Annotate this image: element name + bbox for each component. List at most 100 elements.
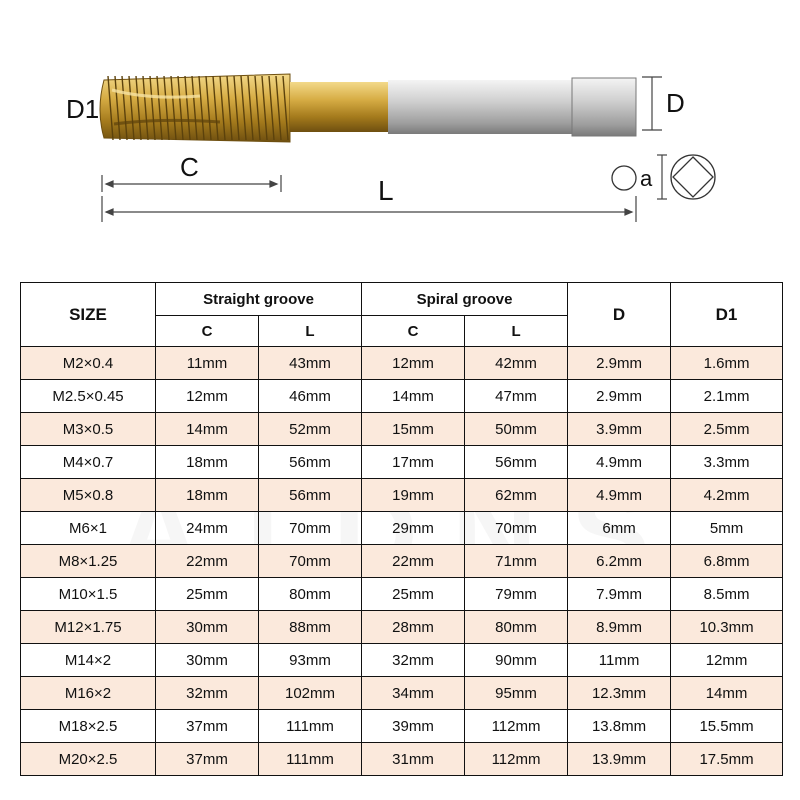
cell-spiral-l: 112mm bbox=[464, 709, 569, 743]
thread-tick bbox=[114, 75, 121, 141]
cell-d: 2.9mm bbox=[567, 379, 672, 413]
d-dimension bbox=[642, 76, 662, 131]
cell-straight-c: 18mm bbox=[155, 478, 259, 512]
thread-tick bbox=[198, 75, 205, 141]
cell-straight-l: 111mm bbox=[257, 709, 363, 743]
thread-tick bbox=[163, 75, 170, 141]
cell-d: 11mm bbox=[567, 643, 672, 677]
cell-straight-c: 22mm bbox=[155, 544, 259, 578]
cell-spiral-c: 34mm bbox=[361, 676, 466, 710]
thread-tick bbox=[282, 75, 289, 141]
cell-d: 4.9mm bbox=[567, 478, 672, 512]
tap-shank bbox=[388, 80, 573, 134]
cell-straight-c: 32mm bbox=[155, 676, 259, 710]
thread-tick bbox=[142, 75, 149, 141]
cell-d1: 6.8mm bbox=[670, 544, 784, 578]
cell-size: M2×0.4 bbox=[20, 346, 156, 380]
thread-tick bbox=[240, 75, 247, 141]
cell-spiral-c: 15mm bbox=[361, 412, 466, 446]
cell-straight-c: 30mm bbox=[155, 643, 259, 677]
header-straight-c: C bbox=[155, 315, 259, 347]
cell-spiral-l: 90mm bbox=[464, 643, 569, 677]
cell-straight-l: 70mm bbox=[257, 544, 363, 578]
l-label: L bbox=[378, 175, 394, 206]
cell-spiral-c: 19mm bbox=[361, 478, 466, 512]
thread-tick bbox=[177, 75, 184, 141]
header-spiral-c: C bbox=[361, 315, 466, 347]
cell-straight-l: 70mm bbox=[257, 511, 363, 545]
cell-d: 6mm bbox=[567, 511, 672, 545]
cell-straight-l: 80mm bbox=[257, 577, 363, 611]
cell-d1: 4.2mm bbox=[670, 478, 784, 512]
cell-spiral-c: 22mm bbox=[361, 544, 466, 578]
thread-tick bbox=[128, 75, 135, 141]
cell-straight-c: 30mm bbox=[155, 610, 259, 644]
cell-size: M6×1 bbox=[20, 511, 156, 545]
cell-straight-c: 11mm bbox=[155, 346, 259, 380]
d-label: D bbox=[666, 88, 685, 118]
cell-straight-l: 56mm bbox=[257, 478, 363, 512]
cell-d1: 8.5mm bbox=[670, 577, 784, 611]
c-label: C bbox=[180, 152, 199, 182]
cell-spiral-l: 47mm bbox=[464, 379, 569, 413]
thread-tick bbox=[254, 75, 261, 141]
thread-tick bbox=[191, 75, 198, 141]
header-spiral-l: L bbox=[464, 315, 569, 347]
end-view-circle-icon bbox=[611, 165, 637, 191]
tap-diagram: D D1 C L a bbox=[66, 73, 716, 222]
cell-spiral-c: 39mm bbox=[361, 709, 466, 743]
cell-d1: 3.3mm bbox=[670, 445, 784, 479]
cell-size: M14×2 bbox=[20, 643, 156, 677]
a-label: a bbox=[640, 166, 653, 191]
cell-spiral-l: 79mm bbox=[464, 577, 569, 611]
cell-spiral-c: 12mm bbox=[361, 346, 466, 380]
thread-tick bbox=[170, 75, 177, 141]
header-d: D bbox=[567, 282, 672, 347]
cell-spiral-l: 62mm bbox=[464, 478, 569, 512]
cell-straight-l: 43mm bbox=[257, 346, 363, 380]
cell-spiral-l: 95mm bbox=[464, 676, 569, 710]
tap-square-drive bbox=[571, 77, 637, 137]
cell-spiral-c: 28mm bbox=[361, 610, 466, 644]
cell-size: M16×2 bbox=[20, 676, 156, 710]
tap-neck bbox=[290, 82, 390, 132]
cell-spiral-l: 56mm bbox=[464, 445, 569, 479]
cell-spiral-l: 71mm bbox=[464, 544, 569, 578]
cell-size: M12×1.75 bbox=[20, 610, 156, 644]
square-drive-end-icon bbox=[670, 154, 716, 200]
cell-straight-c: 25mm bbox=[155, 577, 259, 611]
thread-tick bbox=[233, 75, 240, 141]
spec-table: SIZE Straight groove Spiral groove D D1 … bbox=[20, 282, 784, 776]
cell-d1: 2.1mm bbox=[670, 379, 784, 413]
cell-d: 13.9mm bbox=[567, 742, 672, 776]
cell-straight-l: 46mm bbox=[257, 379, 363, 413]
header-d1: D1 bbox=[670, 282, 784, 347]
header-size: SIZE bbox=[20, 282, 156, 347]
cell-d: 7.9mm bbox=[567, 577, 672, 611]
cell-straight-c: 37mm bbox=[155, 742, 259, 776]
cell-spiral-l: 50mm bbox=[464, 412, 569, 446]
cell-spiral-c: 29mm bbox=[361, 511, 466, 545]
thread-tick bbox=[226, 75, 233, 141]
thread-tick bbox=[156, 75, 163, 141]
header-spiral-groove: Spiral groove bbox=[361, 282, 569, 316]
thread-tick bbox=[107, 75, 114, 141]
cell-spiral-l: 112mm bbox=[464, 742, 569, 776]
cell-straight-l: 56mm bbox=[257, 445, 363, 479]
thread-tick bbox=[247, 75, 254, 141]
cell-straight-l: 111mm bbox=[257, 742, 363, 776]
thread-tick bbox=[261, 75, 268, 141]
thread-tick bbox=[184, 75, 191, 141]
thread-tick bbox=[219, 75, 226, 141]
cell-d1: 15.5mm bbox=[670, 709, 784, 743]
a-dimension bbox=[657, 154, 667, 200]
